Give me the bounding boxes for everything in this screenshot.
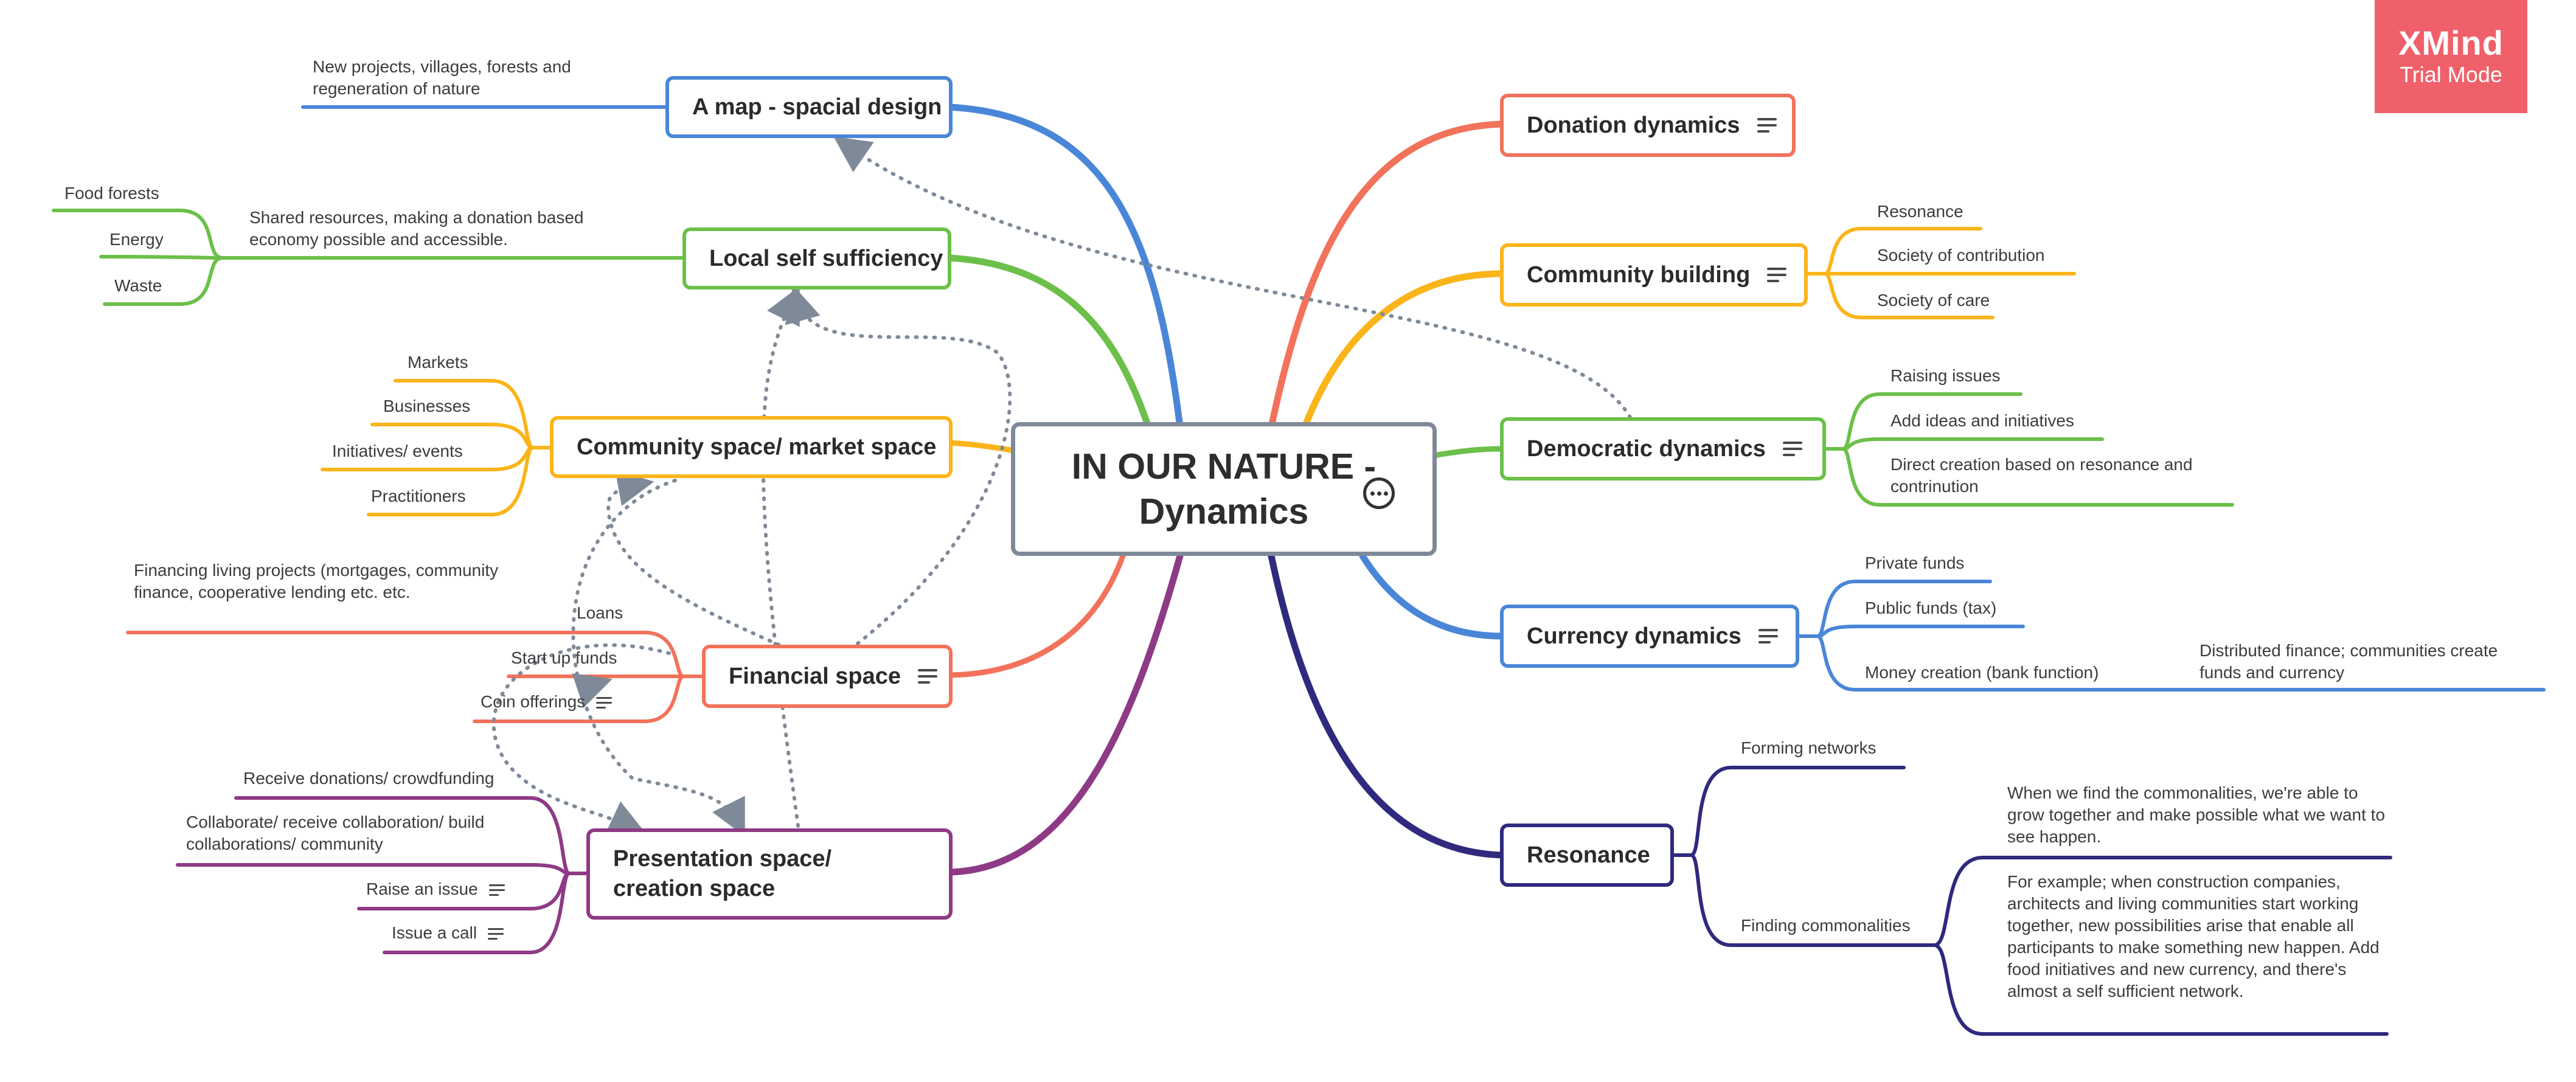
leaf-practitioners[interactable]: Practitioners	[371, 487, 466, 505]
central-topic[interactable]: IN OUR NATURE - Dynamics	[1011, 422, 1437, 556]
notes-icon[interactable]	[918, 669, 938, 684]
leaf-forming-networks[interactable]: Forming networks	[1741, 738, 1876, 757]
leaf-collaborate[interactable]: Collaborate/ receive collaboration/ buil…	[186, 813, 485, 853]
leaf-energy[interactable]: Energy	[109, 230, 164, 249]
notes-icon[interactable]	[1782, 442, 1802, 456]
leaf-receive-donations[interactable]: Receive donations/ crowdfunding	[243, 769, 495, 788]
leaf-society-of-contribution[interactable]: Society of contribution	[1877, 246, 2045, 265]
ellipsis-icon[interactable]	[1363, 477, 1395, 509]
leaf-coin-offerings[interactable]: Coin offerings	[481, 691, 613, 713]
topic-map-spacial-design[interactable]: A map - spacial design	[665, 76, 953, 138]
leaf-society-of-care[interactable]: Society of care	[1877, 291, 1990, 310]
leaf-new-projects[interactable]: New projects, villages, forests and rege…	[313, 57, 571, 98]
trial-mode-label: Trial Mode	[2400, 61, 2502, 87]
topic-financial-space[interactable]: Financial space	[702, 645, 953, 708]
leaf-start-up-funds[interactable]: Start up funds	[511, 648, 617, 667]
branch-map	[945, 103, 1184, 431]
leaf-resonance[interactable]: Resonance	[1877, 202, 1963, 221]
topic-local-self-sufficiency[interactable]: Local self sufficiency	[682, 227, 951, 290]
leaf-finding-commonalities[interactable]: Finding commonalities	[1741, 916, 1911, 935]
branch-presentation	[945, 552, 1184, 876]
leaf-private-funds[interactable]: Private funds	[1865, 553, 1965, 572]
notes-icon[interactable]	[1767, 268, 1787, 282]
relation-financial-to-presentation	[491, 643, 671, 834]
central-topic-title: IN OUR NATURE - Dynamics	[1071, 446, 1377, 532]
leaf-raising-issues[interactable]: Raising issues	[1890, 366, 2001, 385]
leaf-markets[interactable]: Markets	[408, 353, 468, 372]
notes-icon[interactable]	[596, 696, 613, 709]
relation-financial-to-community	[606, 470, 789, 650]
notes-icon[interactable]	[1758, 629, 1778, 643]
branch-democratic	[1434, 446, 1505, 458]
leaf-public-funds[interactable]: Public funds (tax)	[1865, 598, 1997, 617]
relation-community-to-presentation	[571, 479, 745, 837]
xmind-trial-badge[interactable]: XMind Trial Mode	[2375, 0, 2527, 113]
notes-icon[interactable]	[488, 884, 505, 896]
leaf-example-text[interactable]: For example; when construction companies…	[2007, 872, 2380, 1001]
leaf-commonalities-text[interactable]: When we find the commonalities, we're ab…	[2007, 783, 2386, 846]
notes-icon[interactable]	[488, 928, 504, 940]
leaf-issue-a-call[interactable]: Issue a call	[392, 922, 504, 944]
branch-donation	[1268, 120, 1506, 431]
branch-local	[945, 254, 1152, 431]
leaf-shared-resources[interactable]: Shared resources, making a donation base…	[249, 208, 584, 249]
relation-presentation-to-local	[761, 286, 800, 828]
leaf-loans[interactable]: Loans	[577, 603, 623, 622]
branch-community-building	[1301, 270, 1506, 431]
leaf-financing-living-projects[interactable]: Financing living projects (mortgages, co…	[134, 561, 499, 602]
xmind-brand: XMind	[2398, 24, 2504, 62]
topic-presentation-creation-space[interactable]: Presentation space/ creation space	[586, 828, 953, 920]
leaf-initiatives-events[interactable]: Initiatives/ events	[332, 442, 463, 460]
leaf-direct-creation[interactable]: Direct creation based on resonance and c…	[1890, 455, 2193, 496]
relation-coin-to-startup	[572, 673, 613, 708]
topic-donation-dynamics[interactable]: Donation dynamics	[1500, 94, 1796, 157]
topic-resonance[interactable]: Resonance	[1500, 824, 1674, 887]
topic-currency-dynamics[interactable]: Currency dynamics	[1500, 605, 1799, 668]
leaf-add-ideas[interactable]: Add ideas and initiatives	[1890, 411, 2074, 430]
topic-community-building[interactable]: Community building	[1500, 243, 1808, 307]
leaf-food-forests[interactable]: Food forests	[64, 184, 159, 203]
leaf-money-creation[interactable]: Money creation (bank function)	[1865, 663, 2099, 682]
relation-democratic-to-map	[833, 136, 1632, 419]
leaf-waste[interactable]: Waste	[114, 276, 162, 295]
leaf-businesses[interactable]: Businesses	[383, 397, 471, 415]
branch-resonance	[1268, 552, 1506, 859]
leaf-raise-an-issue[interactable]: Raise an issue	[366, 878, 505, 900]
topic-community-market-space[interactable]: Community space/ market space	[550, 416, 953, 478]
branch-currency	[1359, 552, 1506, 640]
leaf-distributed-finance[interactable]: Distributed finance; communities create …	[2199, 641, 2498, 682]
notes-icon[interactable]	[1757, 118, 1777, 133]
branch-community	[946, 440, 1014, 453]
branch-financial	[946, 553, 1126, 678]
topic-democratic-dynamics[interactable]: Democratic dynamics	[1500, 417, 1826, 480]
